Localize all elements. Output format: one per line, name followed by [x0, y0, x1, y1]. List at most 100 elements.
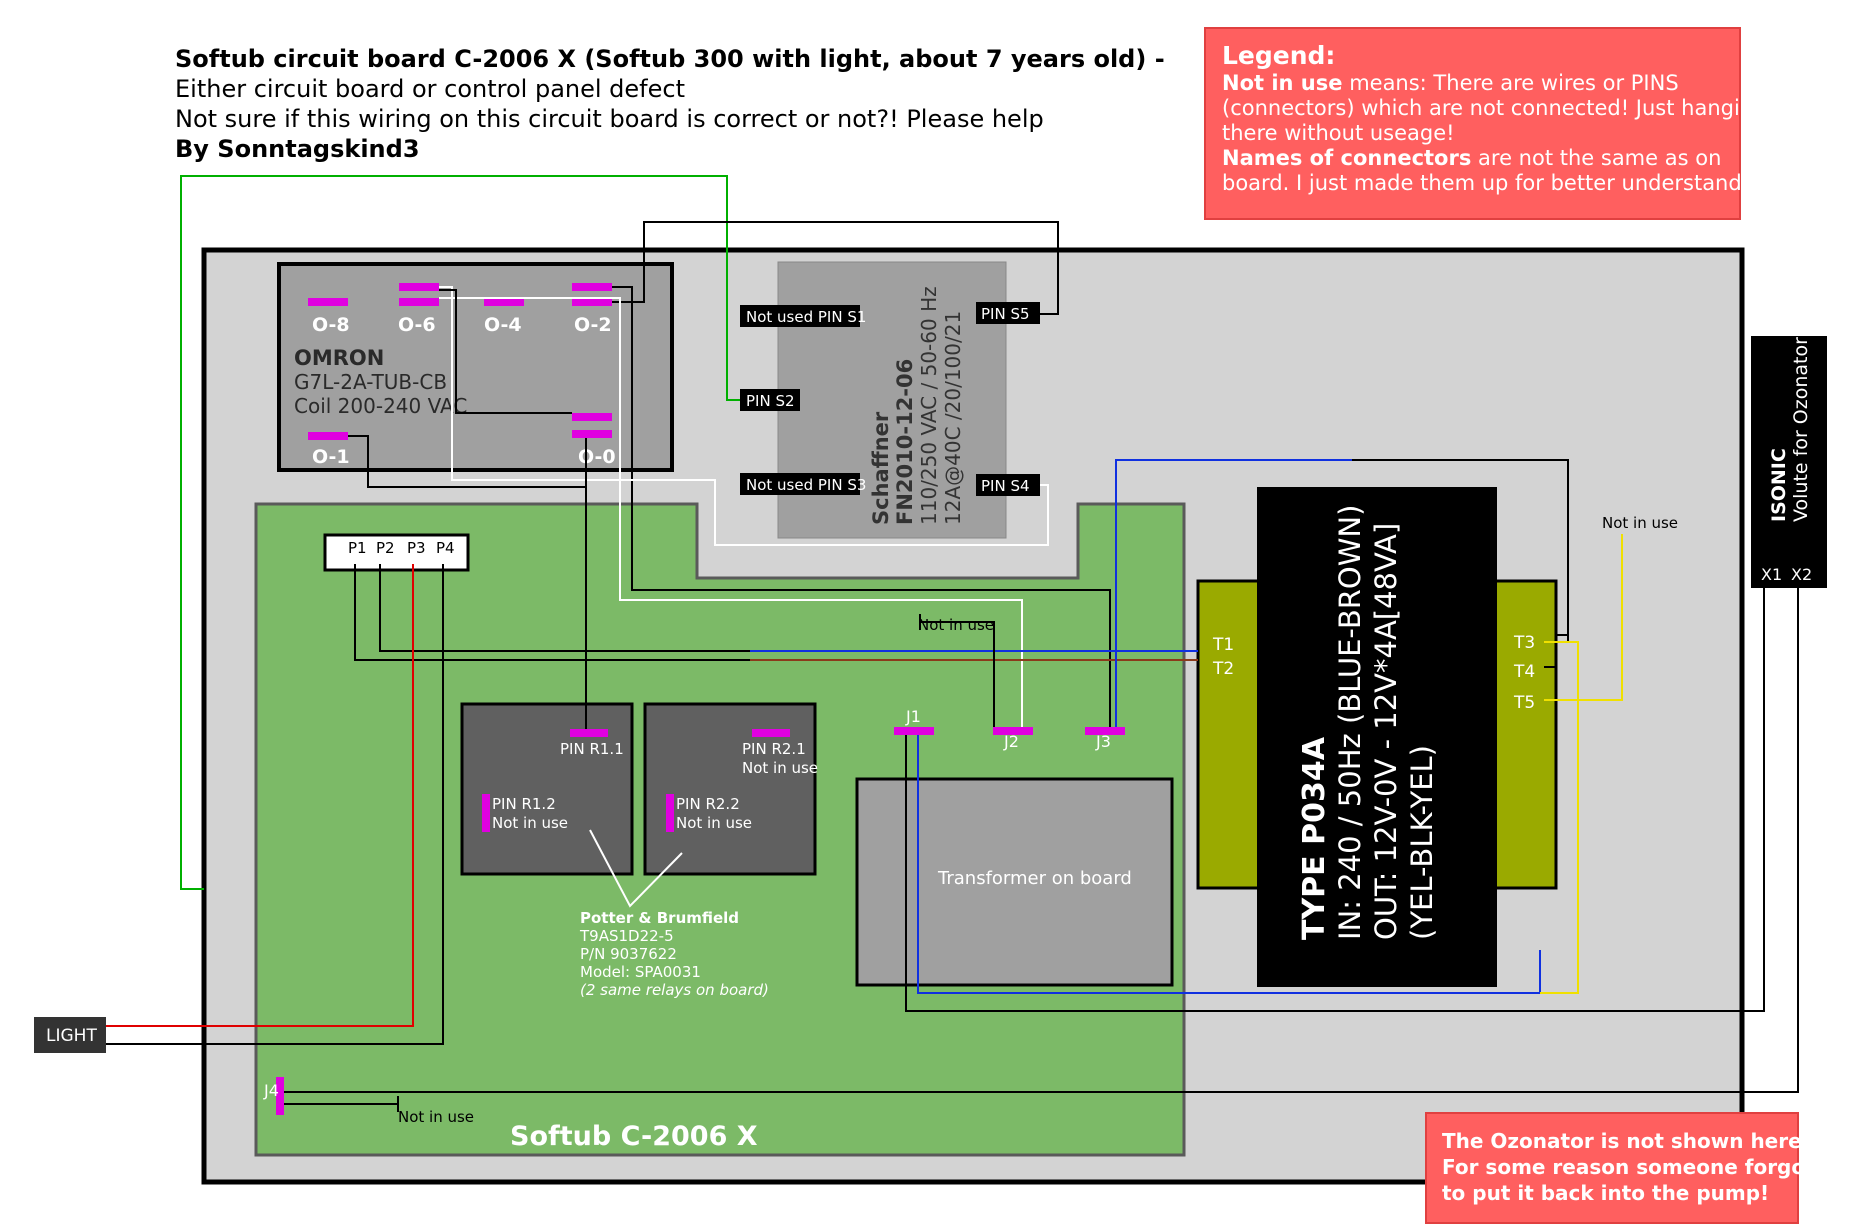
board-name: Softub C-2006 X	[510, 1121, 758, 1152]
relay-1: PIN R1.1 PIN R1.2 Not in use	[460, 702, 634, 876]
pin-t1-label: T1	[1212, 635, 1234, 655]
header: Softub circuit board C-2006 X (Softub 30…	[175, 44, 1165, 164]
ozonator-note: The Ozonator is not shown here! For some…	[1425, 1112, 1815, 1224]
wire-black-o2-j3	[612, 286, 1111, 727]
pin-s1-label: Not used PIN S1	[746, 308, 866, 326]
legend-background	[1204, 27, 1741, 220]
pin-s3-pad	[740, 473, 860, 495]
wire-red-p3-light	[106, 564, 414, 1027]
ozonator-line-3: to put it back into the pump!	[1442, 1181, 1769, 1205]
pin-r11-label: PIN R1.1	[560, 740, 624, 758]
light-connector	[34, 1017, 106, 1053]
pin-o2-pad-top	[572, 283, 612, 291]
pin-t5-label: T5	[1513, 693, 1535, 713]
pin-o4-pad	[484, 298, 524, 306]
pin-o6-label: O-6	[398, 314, 436, 336]
pin-o8-label: O-8	[312, 314, 350, 336]
transformer-output: OUT: 12V-0V - 12V*4A[48VA]	[1369, 523, 1403, 940]
pin-o2-label: O-2	[574, 314, 612, 336]
wire-white-o6-j2	[439, 297, 1023, 727]
potter-note: (2 same relays on board)	[580, 981, 769, 999]
pin-r22-pad	[666, 794, 674, 832]
pin-j1-pad	[894, 727, 934, 735]
transformer-input: IN: 240 / 50Hz (BLUE-BROWN)	[1333, 505, 1367, 940]
pin-p4-label: P4	[436, 539, 455, 557]
subtitle-line-1: Either circuit board or control panel de…	[175, 75, 685, 103]
transformer-colors: (YEL-BLK-YEL)	[1405, 745, 1439, 940]
not-in-use-j4-label: Not in use	[398, 1108, 474, 1126]
connector-p: P1 P2 P3 P4	[323, 533, 470, 572]
pin-o8-pad	[308, 298, 348, 306]
wire-black-p4-light	[106, 564, 444, 1045]
isonic-x1-label: X1	[1761, 565, 1782, 584]
pin-o1-label: O-1	[312, 446, 350, 468]
potter-model: Model: SPA0031	[580, 963, 701, 981]
not-in-use-j2-label: Not in use	[918, 616, 994, 634]
wire-blue-j1-bottom	[917, 735, 1541, 994]
page-title: Softub circuit board C-2006 X (Softub 30…	[175, 45, 1165, 73]
legend-line-2: (connectors) which are not connected! Ju…	[1222, 96, 1779, 120]
isonic-x2-label: X2	[1791, 565, 1812, 584]
pin-j3-label: J3	[1095, 732, 1111, 751]
pin-r12-label: PIN R1.2	[492, 795, 556, 813]
ozonator-line-2: For some reason someone forgot	[1442, 1155, 1815, 1179]
not-in-use-t5-label: Not in use	[1602, 514, 1678, 532]
isonic-unit: ISONIC Volute for Ozonator X1 X2	[1751, 336, 1827, 588]
pin-o2-pad	[572, 298, 612, 306]
onboard-transformer-label: Transformer on board	[937, 868, 1132, 889]
pin-t4-label: T4	[1513, 662, 1535, 682]
legend-line-1: Not in use means: There are wires or PIN…	[1222, 71, 1679, 95]
isonic-desc: Volute for Ozonator	[1790, 337, 1812, 522]
ozonator-line-1: The Ozonator is not shown here!	[1442, 1129, 1811, 1153]
potter-part: T9AS1D22-5	[579, 927, 674, 945]
potter-pointer-line	[589, 829, 683, 908]
pin-s5-label: PIN S5	[981, 305, 1030, 323]
pin-t2-label: T2	[1212, 659, 1234, 679]
onboard-transformer	[855, 777, 1174, 987]
pin-j4-pad	[276, 1077, 284, 1115]
wire-black-j4-x2	[284, 588, 1799, 1093]
pin-r21-pad	[752, 729, 790, 737]
pin-s5-pad	[976, 302, 1040, 324]
legend-line-5: board. I just made them up for better un…	[1222, 171, 1783, 195]
pin-o4-label: O-4	[484, 314, 522, 336]
pin-r21-label: PIN R2.1	[742, 740, 806, 758]
wire-black-p1-t2	[354, 564, 750, 661]
wire-black-o6-o0	[439, 289, 572, 414]
pin-s2-pad	[740, 389, 800, 411]
pin-s3-label: Not used PIN S3	[746, 476, 866, 494]
pin-j1-label: J1	[905, 707, 921, 726]
pin-o0-pad-top	[572, 413, 612, 421]
pin-s4-label: PIN S4	[981, 477, 1030, 495]
wire-black-o1	[348, 435, 586, 488]
pin-s4-pad	[976, 474, 1040, 496]
wire-blue-j3-top	[1115, 459, 1352, 727]
wires	[106, 175, 1799, 1112]
schaffner-filter: Not used PIN S1 PIN S2 Not used PIN S3 P…	[740, 261, 1040, 539]
main-transformer: TYPE P034A IN: 240 / 50Hz (BLUE-BROWN) O…	[1196, 487, 1558, 987]
legend-title: Legend:	[1222, 41, 1335, 70]
potter-brand: Potter & Brumfield	[580, 909, 739, 927]
pin-j2-label: J2	[1003, 732, 1019, 751]
wire-black-j2-stub	[920, 621, 995, 727]
potter-callout: Potter & Brumfield T9AS1D22-5 P/N 903762…	[579, 829, 769, 999]
isonic-body	[1751, 336, 1827, 588]
legend-line-4: Names of connectors are not the same as …	[1222, 146, 1721, 170]
potter-pn: P/N 9037622	[580, 945, 677, 963]
pin-s1-pad	[740, 305, 860, 327]
pin-r11-pad	[570, 729, 608, 737]
pin-j2-pad	[993, 727, 1033, 735]
pin-r22-label: PIN R2.2	[676, 795, 740, 813]
wire-white-o6-s4	[439, 286, 1049, 546]
pin-o6-pad	[399, 298, 439, 306]
pin-o0-label: O-0	[578, 446, 616, 468]
omron-model: G7L-2A-TUB-CB	[294, 370, 447, 394]
ozonator-note-background	[1425, 1112, 1799, 1224]
pin-j4-label: J4	[263, 1081, 279, 1100]
relay-2: PIN R2.1 Not in use PIN R2.2 Not in use	[643, 702, 818, 876]
wire-black-j1-x1	[905, 588, 1765, 1012]
omron-relay: O-8 O-6 O-4 O-2 O-1 O-0 OMRON G7L-2A-TUB…	[277, 262, 674, 472]
pin-s2-label: PIN S2	[746, 392, 795, 410]
wire-black-t4	[1544, 634, 1568, 668]
